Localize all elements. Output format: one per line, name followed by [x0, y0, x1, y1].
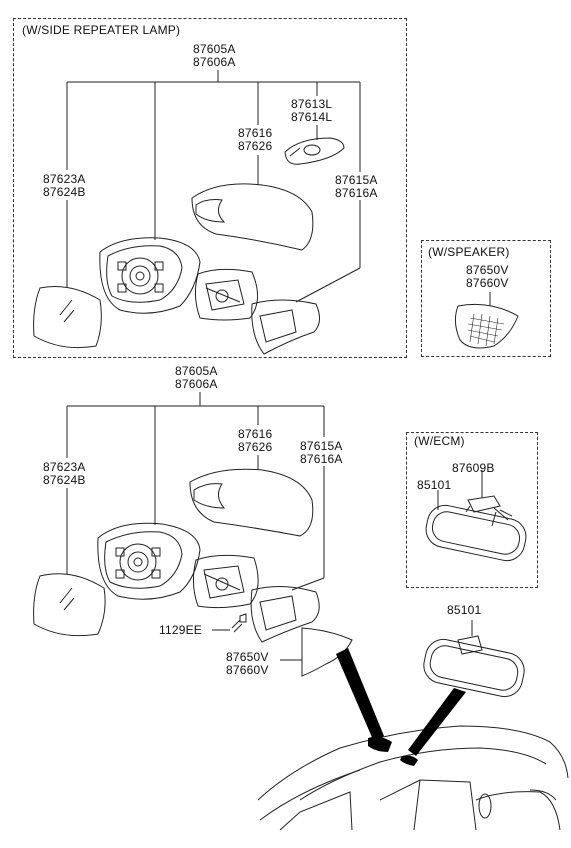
mirror-pointer [408, 688, 466, 756]
speaker-tweeter [454, 303, 519, 349]
middle-mirror-glass [33, 573, 106, 637]
speaker-box-title: (W/SPEAKER) [428, 245, 510, 259]
top-assembly-label-b: 87606A [193, 55, 236, 69]
roof-mirror-mount [368, 736, 392, 752]
middle-mirror-cover [189, 468, 314, 537]
middle-glass-label-a: 87623A [43, 460, 86, 474]
middle-base-label-b: 87616A [300, 452, 343, 466]
ecm-mirror-label: 85101 [417, 478, 452, 492]
top-base-label-b: 87616A [335, 186, 378, 200]
ecm-box-title: (W/ECM) [414, 434, 465, 448]
middle-assembly-label-b: 87606A [175, 377, 218, 391]
top-mirror-housing [99, 237, 201, 314]
top-cover-label-a: 87616 [238, 126, 273, 140]
car-outline [257, 725, 569, 831]
top-repeater-label-a: 87613L [291, 97, 333, 111]
trim-pointer [336, 648, 384, 742]
top-mirror-glass [33, 286, 102, 349]
speaker-box [421, 240, 551, 357]
top-repeater-label-b: 87614L [291, 110, 333, 124]
side-repeater-lamp-box [13, 18, 407, 358]
ecm-mirror-shape [425, 504, 527, 562]
speaker-label-a: 87650V [466, 263, 509, 277]
middle-glass-label-b: 87624B [43, 473, 86, 487]
top-cover-label-b: 87626 [238, 139, 273, 153]
middle-cover-label-a: 87616 [238, 427, 273, 441]
top-mirror-cover [191, 183, 314, 251]
middle-mirror-housing [97, 522, 201, 600]
middle-leader-lines [66, 392, 325, 661]
inside-mirror-shape [423, 638, 525, 698]
side-repeater-lamp-box-title: (W/SIDE REPEATER LAMP) [22, 23, 181, 37]
top-mirror-actuator [194, 268, 258, 321]
screw-label: 1129EE [159, 623, 203, 637]
top-mirror-base [251, 299, 320, 355]
middle-base-label-a: 87615A [300, 439, 343, 453]
ecm-box [406, 432, 538, 588]
inside-mirror-label: 85101 [447, 603, 482, 617]
top-leader-lines [66, 70, 361, 303]
middle-trim-label-a: 87650V [226, 650, 269, 664]
ecm-bracket-label: 87609B [452, 461, 495, 475]
top-base-label-a: 87615A [335, 173, 378, 187]
top-glass-label-a: 87623A [43, 172, 86, 186]
screw-part [231, 613, 247, 633]
top-glass-label-b: 87624B [43, 185, 86, 199]
middle-mirror-actuator [192, 554, 259, 609]
middle-cover-label-b: 87626 [238, 440, 273, 454]
ecm-bracket [467, 495, 501, 513]
middle-mirror-base [250, 585, 320, 643]
top-repeater-lamp [284, 137, 345, 165]
middle-assembly-label-a: 87605A [175, 364, 218, 378]
middle-trim-label-b: 87660V [226, 663, 269, 677]
top-assembly-label-a: 87605A [193, 42, 236, 56]
speaker-label-b: 87660V [466, 276, 509, 290]
